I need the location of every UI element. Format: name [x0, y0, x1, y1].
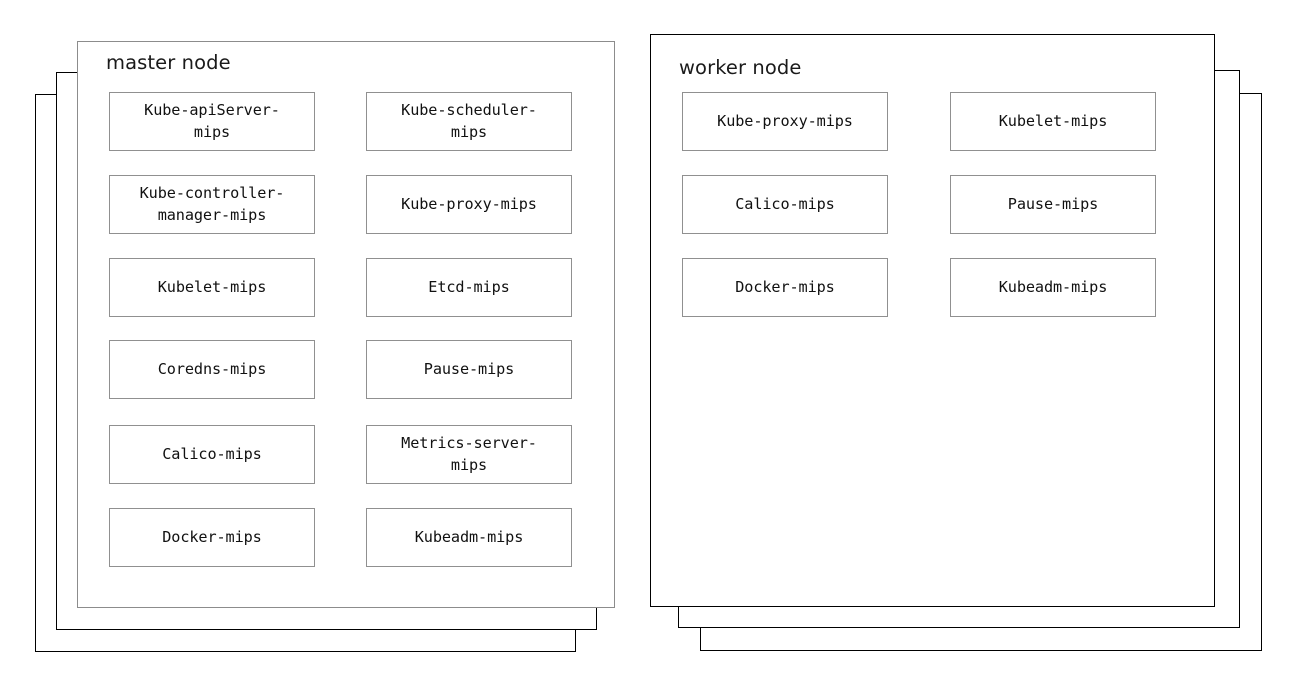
component-box[interactable]: Docker-mips	[109, 508, 315, 567]
component-label: Etcd-mips	[428, 277, 510, 296]
component-label: Docker-mips	[162, 527, 262, 546]
worker-node-title: worker node	[679, 56, 802, 79]
component-label: Calico-mips	[162, 444, 262, 463]
component-box[interactable]: Kube-proxy-mips	[366, 175, 572, 234]
component-box[interactable]: Coredns-mips	[109, 340, 315, 399]
component-label: Kube-apiServer- mips	[144, 100, 280, 141]
component-box[interactable]: Kubeadm-mips	[366, 508, 572, 567]
component-label: Pause-mips	[1007, 194, 1099, 213]
component-box[interactable]: Kube-apiServer- mips	[109, 92, 315, 151]
component-box[interactable]: Pause-mips	[366, 340, 572, 399]
component-label: Metrics-server- mips	[401, 433, 537, 474]
component-label: Pause-mips	[423, 359, 515, 378]
component-box[interactable]: Calico-mips	[682, 175, 888, 234]
component-box[interactable]: Docker-mips	[682, 258, 888, 317]
component-label: Kubelet-mips	[998, 111, 1108, 130]
component-label: Kube-proxy-mips	[717, 111, 853, 130]
component-box[interactable]: Kubeadm-mips	[950, 258, 1156, 317]
component-label: Kubeadm-mips	[414, 527, 524, 546]
component-label: Kubelet-mips	[157, 277, 267, 296]
component-box[interactable]: Kube-controller- manager-mips	[109, 175, 315, 234]
component-box[interactable]: Kubelet-mips	[109, 258, 315, 317]
component-box[interactable]: Pause-mips	[950, 175, 1156, 234]
component-box[interactable]: Kube-proxy-mips	[682, 92, 888, 151]
component-label: Kube-proxy-mips	[401, 194, 537, 213]
component-label: Calico-mips	[735, 194, 835, 213]
component-box[interactable]: Kubelet-mips	[950, 92, 1156, 151]
component-box[interactable]: Etcd-mips	[366, 258, 572, 317]
component-box[interactable]: Metrics-server- mips	[366, 425, 572, 484]
master-node-title: master node	[106, 51, 231, 74]
component-label: Kube-controller- manager-mips	[139, 183, 285, 224]
component-box[interactable]: Kube-scheduler- mips	[366, 92, 572, 151]
component-label: Coredns-mips	[157, 359, 267, 378]
component-box[interactable]: Calico-mips	[109, 425, 315, 484]
component-label: Kubeadm-mips	[998, 277, 1108, 296]
component-label: Kube-scheduler- mips	[401, 100, 537, 141]
component-label: Docker-mips	[735, 277, 835, 296]
